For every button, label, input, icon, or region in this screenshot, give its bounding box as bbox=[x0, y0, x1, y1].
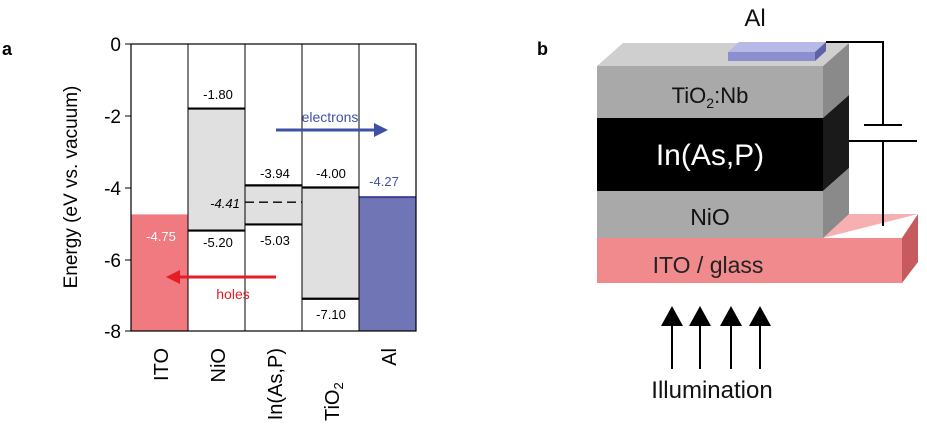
electrons-label: electrons bbox=[302, 109, 359, 125]
panel-a-label: a bbox=[2, 39, 13, 59]
nio-layer bbox=[597, 191, 823, 238]
al-level-label: -4.27 bbox=[369, 174, 399, 189]
nio-top-label: -1.80 bbox=[203, 87, 233, 102]
column-label-nio: NiO bbox=[208, 348, 230, 382]
ito-glass-front-face bbox=[597, 238, 902, 283]
electrons-arrow-head bbox=[374, 123, 388, 137]
al-contact: Al bbox=[728, 5, 826, 61]
inasp-label: In(As,P) bbox=[656, 139, 764, 172]
al-pad-side bbox=[815, 42, 826, 61]
nio-bottom-label: -5.20 bbox=[203, 235, 233, 250]
al-pad-front bbox=[728, 52, 815, 61]
y-axis-ticks: 0 -2 -4 -6 -8 bbox=[104, 35, 131, 343]
light-arrow-head bbox=[720, 306, 742, 326]
band-diagram-plot bbox=[130, 43, 417, 332]
holes-label: holes bbox=[216, 286, 249, 302]
inasp-mid-label: -4.41 bbox=[210, 196, 240, 211]
al-pad-top bbox=[728, 42, 826, 52]
tio2nb-layer bbox=[597, 66, 823, 118]
inasp-top-label: -3.94 bbox=[260, 166, 290, 181]
light-arrow-head bbox=[689, 306, 711, 326]
device-stack: TiO2:Nb In(As,P) NiO bbox=[597, 43, 849, 238]
tio2-top-label: -4.00 bbox=[316, 166, 346, 181]
al-band bbox=[359, 197, 416, 331]
al-label: Al bbox=[744, 5, 765, 32]
tio2nb-side-face bbox=[823, 43, 849, 118]
ito-glass-side-face bbox=[902, 214, 918, 283]
nio-label: NiO bbox=[690, 204, 730, 230]
y-tick-label: -4 bbox=[104, 179, 121, 200]
column-label-inasp: In(As,P) bbox=[265, 348, 287, 420]
holes-arrow-head bbox=[166, 270, 180, 284]
ito-level-label: -4.75 bbox=[146, 229, 176, 244]
column-label-ito: ITO bbox=[151, 348, 173, 381]
inasp-side-face bbox=[823, 95, 849, 191]
nio-gap bbox=[188, 108, 245, 231]
tio2nb-label: TiO2:Nb bbox=[672, 83, 749, 111]
y-axis-title: Energy (eV vs. vacuum) bbox=[61, 86, 82, 289]
wire-top bbox=[826, 41, 884, 125]
illumination-arrows bbox=[661, 306, 771, 369]
inasp-layer bbox=[597, 118, 823, 191]
light-arrow-head bbox=[749, 306, 771, 326]
inasp-gap bbox=[245, 185, 302, 225]
panel-b-label: b bbox=[537, 39, 548, 59]
y-tick-label: 0 bbox=[110, 35, 121, 56]
tio2-gap bbox=[302, 187, 359, 299]
column-label-al: Al bbox=[379, 348, 401, 366]
circuit bbox=[826, 41, 917, 226]
y-tick-label: -2 bbox=[104, 107, 121, 128]
y-tick-label: -8 bbox=[104, 322, 121, 343]
inasp-bottom-label: -5.03 bbox=[260, 233, 290, 248]
nio-side-face bbox=[823, 168, 849, 238]
column-label-tio2: TiO2 bbox=[322, 382, 346, 421]
illumination-label: Illumination bbox=[651, 377, 772, 404]
ito-glass-label: ITO / glass bbox=[653, 252, 764, 278]
light-arrow-head bbox=[661, 306, 683, 326]
tio2-bottom-label: -7.10 bbox=[316, 307, 346, 322]
y-tick-label: -6 bbox=[104, 251, 121, 272]
